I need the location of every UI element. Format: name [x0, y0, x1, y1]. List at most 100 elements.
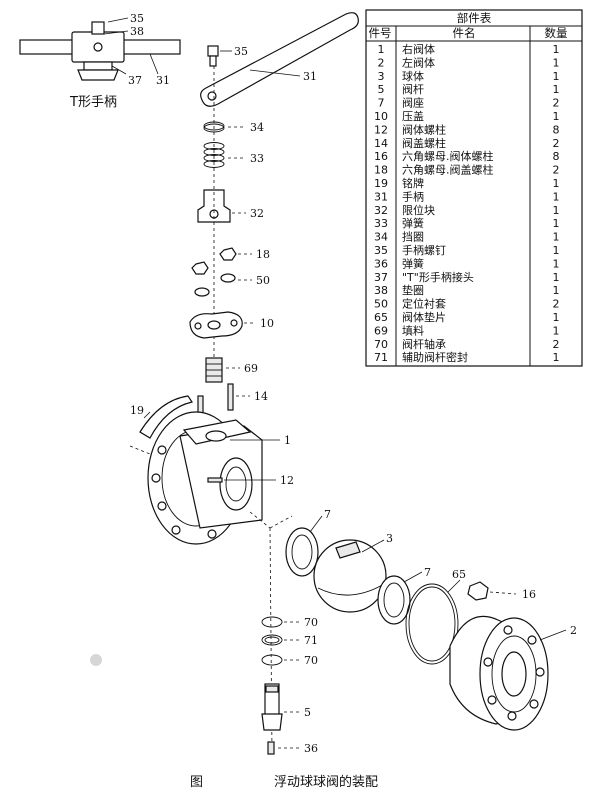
part-name: 六角螺母.阀体螺柱	[402, 149, 494, 163]
part-number: 37	[374, 271, 388, 284]
part-name: 阀体螺柱	[402, 122, 446, 136]
gland-nuts-18: 18	[191, 247, 270, 275]
part-number: 10	[374, 110, 388, 123]
callout-70a: 70	[304, 616, 318, 629]
part-name: 手柄螺钉	[402, 243, 446, 257]
part-number: 33	[374, 217, 388, 230]
part-quantity: 1	[553, 204, 560, 217]
part-name: 六角螺母.阀盖螺柱	[402, 163, 494, 177]
callout-19: 19	[130, 404, 144, 417]
part-quantity: 1	[553, 244, 560, 257]
part-name: 球体	[402, 69, 424, 83]
callout-38: 38	[130, 25, 144, 38]
part-number: 12	[374, 123, 388, 136]
callout-35-inset: 35	[130, 12, 144, 25]
part-name: 挡圈	[402, 230, 424, 244]
part-name: 弹簧	[402, 216, 424, 230]
part-quantity: 1	[553, 257, 560, 270]
table-header-qty: 数量	[545, 26, 568, 40]
callout-7a: 7	[324, 508, 331, 521]
part-number: 2	[378, 56, 385, 69]
table-header-name: 件名	[453, 26, 476, 40]
part-number: 50	[374, 298, 388, 311]
table-row: 38 垫圈 1	[374, 283, 560, 297]
part-name: 阀杆轴承	[402, 337, 446, 351]
table-row: 65 阀体垫片 1	[374, 310, 560, 324]
part-quantity: 1	[553, 56, 560, 69]
bonnet-studs-14: 14	[197, 383, 268, 423]
part-quantity: 1	[553, 311, 560, 324]
part-quantity: 1	[553, 351, 560, 364]
left-body-2: 2	[449, 615, 577, 731]
seat-7-left: 7	[285, 508, 331, 577]
t-handle-inset: 35 38 37 31 T形手柄	[19, 12, 181, 110]
part-name: 定位衬套	[402, 297, 446, 311]
part-number: 31	[374, 190, 388, 203]
part-name: 阀体垫片	[402, 310, 446, 324]
handle-31: 31	[200, 12, 359, 107]
stem-bearing-70-lower: 70	[261, 654, 318, 667]
part-quantity: 1	[553, 83, 560, 96]
ball-3: 3	[313, 532, 393, 613]
part-name: 右阀体	[402, 42, 435, 56]
part-name: 阀杆	[402, 82, 424, 96]
callout-69: 69	[244, 362, 258, 375]
callout-36: 36	[304, 742, 318, 755]
body-gasket-65: 65	[405, 568, 466, 665]
gland-10: 10	[189, 311, 274, 339]
part-name: 手柄	[402, 189, 424, 203]
callout-1: 1	[284, 434, 291, 447]
table-row: 18 六角螺母.阀盖螺柱 2	[374, 163, 560, 177]
part-number: 1	[378, 43, 385, 56]
part-quantity: 1	[553, 284, 560, 297]
callout-2: 2	[570, 624, 577, 637]
part-quantity: 1	[553, 271, 560, 284]
figure-title: 浮动球球阀的装配	[274, 774, 378, 790]
handle-screw-35: 35	[207, 45, 248, 67]
callout-18: 18	[256, 248, 270, 261]
part-number: 7	[378, 97, 385, 110]
part-name: 阀座	[402, 96, 424, 110]
callout-14: 14	[254, 390, 268, 403]
stop-block-32: 32	[197, 189, 264, 223]
body-nut-16: 16	[467, 581, 536, 601]
part-number: 18	[374, 164, 388, 177]
part-number: 16	[374, 150, 388, 163]
spring-33: 33	[203, 142, 264, 168]
part-quantity: 1	[553, 70, 560, 83]
callout-35: 35	[234, 45, 248, 58]
stem-bearing-70-upper: 70	[261, 616, 318, 629]
part-name: 限位块	[402, 203, 435, 217]
part-number: 38	[374, 284, 388, 297]
stem-5: 5	[261, 683, 311, 731]
callout-3: 3	[386, 532, 393, 545]
packing-69: 69	[205, 357, 258, 383]
table-header-no: 件号	[369, 26, 392, 40]
part-number: 65	[374, 311, 388, 324]
part-quantity: 2	[553, 164, 560, 177]
callout-65: 65	[452, 568, 466, 581]
part-name: 垫圈	[402, 283, 424, 297]
callout-33: 33	[250, 152, 264, 165]
part-name: 铭牌	[402, 176, 424, 190]
stem-seal-71: 71	[261, 634, 318, 647]
right-body-1: 1 12	[129, 411, 294, 545]
callout-31-inset: 31	[156, 74, 170, 87]
